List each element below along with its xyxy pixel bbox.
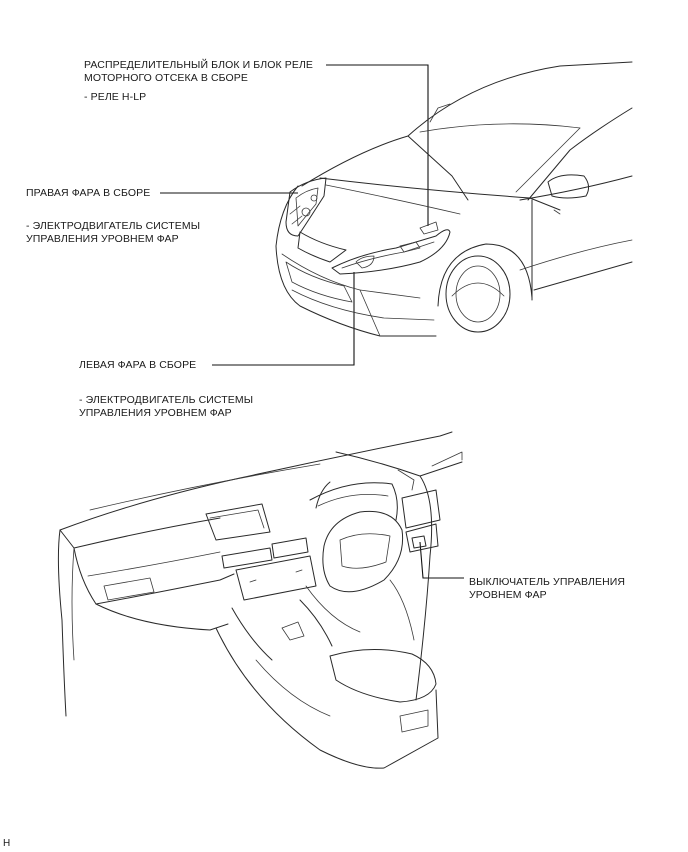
glovebox	[95, 603, 229, 631]
dash-top-crease	[89, 463, 321, 511]
front-bumper-outline	[275, 185, 437, 337]
a-pillar-outer	[527, 107, 633, 201]
right-dash-panel	[401, 489, 441, 529]
lower-dash-right	[389, 579, 415, 641]
relay-block-leader	[326, 64, 429, 226]
a-pillar-trim	[431, 451, 463, 467]
left-a-pillar	[57, 529, 67, 717]
climate-panel	[235, 555, 317, 601]
windshield-base	[407, 135, 469, 201]
console-rear-vent	[399, 709, 429, 733]
mirror-stalk	[429, 103, 451, 123]
center-vent	[221, 547, 273, 569]
knee-panel	[305, 585, 361, 633]
leveling-switch-leader	[419, 541, 464, 579]
roof-line	[407, 61, 633, 137]
body-sill-line	[533, 261, 633, 291]
bumper-lower-line	[291, 289, 435, 321]
front-wheel-rim	[455, 265, 501, 323]
a-pillar	[515, 127, 581, 193]
left-leveling-motor-label-line2: УПРАВЛЕНИЯ УРОВНЕМ ФАР	[79, 407, 232, 419]
dashboard-illustration	[57, 431, 463, 769]
console-left-edge	[231, 607, 273, 661]
wheel-spoke-hint	[451, 282, 505, 297]
climate-knobs	[249, 569, 303, 583]
center-display	[205, 503, 271, 541]
leveling-switch-label-line2: УРОВНЕМ ФАР	[469, 589, 547, 601]
corner-mark: H	[3, 838, 11, 849]
instrument-hood-inner	[317, 494, 389, 507]
grille-upper	[297, 231, 347, 263]
relay-hlp-label: - РЕЛЕ H-LP	[84, 91, 147, 103]
left-headlamp-label: ЛЕВАЯ ФАРА В СБОРЕ	[79, 359, 197, 371]
dash-left-face	[73, 547, 235, 605]
windshield-lower-edge	[59, 431, 453, 531]
front-wheel-arch	[437, 243, 533, 307]
right-a-pillar	[415, 475, 433, 701]
steering-wheel	[322, 510, 404, 593]
car-front-illustration	[275, 61, 633, 337]
dash-left-trim	[87, 551, 221, 577]
right-vent	[397, 469, 415, 491]
bumper-upper-line	[281, 253, 421, 299]
front-wheel-outer	[445, 255, 511, 333]
hood-rear-edge	[301, 135, 409, 187]
right-headlamp-label: ПРАВАЯ ФАРА В СБОРЕ	[26, 187, 151, 199]
belt-line	[519, 175, 633, 201]
windshield-top	[419, 123, 581, 133]
left-headlamp-assembly	[331, 229, 451, 275]
right-leveling-motor-label-line2: УПРАВЛЕНИЯ УРОВНЕМ ФАР	[26, 233, 179, 245]
leveling-switch-label-line1: ВЫКЛЮЧАТЕЛЬ УПРАВЛЕНИЯ	[469, 576, 626, 588]
hood-crease	[325, 184, 461, 215]
console-side-crease	[255, 659, 331, 717]
dash-left-top	[59, 517, 221, 549]
body-character-line	[519, 239, 633, 271]
engine-room-relay-block	[419, 221, 439, 235]
left-leveling-motor-label-line1: - ЭЛЕКТРОДВИГАТЕЛЬ СИСТЕМЫ	[79, 394, 254, 406]
hood-side-edge	[319, 177, 561, 211]
bumper-vertical-crease	[359, 289, 381, 337]
leader-lines	[160, 64, 464, 579]
left-headlamp-leader	[212, 272, 355, 366]
right-leveling-motor-label-line1: - ЭЛЕКТРОДВИГАТЕЛЬ СИСТЕМЫ	[26, 220, 201, 232]
shift-knob-area	[281, 621, 305, 641]
steering-column	[315, 481, 331, 509]
center-display-inner	[209, 509, 265, 529]
door-handle	[553, 209, 561, 215]
center-control-panel	[271, 537, 309, 559]
console-right-edge	[299, 599, 333, 647]
instrument-hood	[309, 482, 398, 521]
left-door-trim	[71, 547, 75, 661]
relay-block-label-line1: РАСПРЕДЕЛИТЕЛЬНЫЙ БЛОК И БЛОК РЕЛЕ	[84, 59, 314, 71]
grille-lower	[285, 261, 353, 303]
armrest	[329, 649, 437, 703]
relay-block-label-line2: МОТОРНОГО ОТСЕКА В СБОРЕ	[84, 72, 249, 84]
right-headlamp-assembly	[285, 177, 327, 237]
steering-wheel-hub	[339, 533, 391, 569]
dash-right-top	[335, 451, 463, 477]
side-mirror	[547, 174, 590, 199]
console-box-outline	[215, 627, 439, 769]
headlamp-leveling-switch	[411, 535, 427, 549]
lower-switch-panel	[405, 523, 439, 553]
left-vent	[103, 577, 155, 601]
